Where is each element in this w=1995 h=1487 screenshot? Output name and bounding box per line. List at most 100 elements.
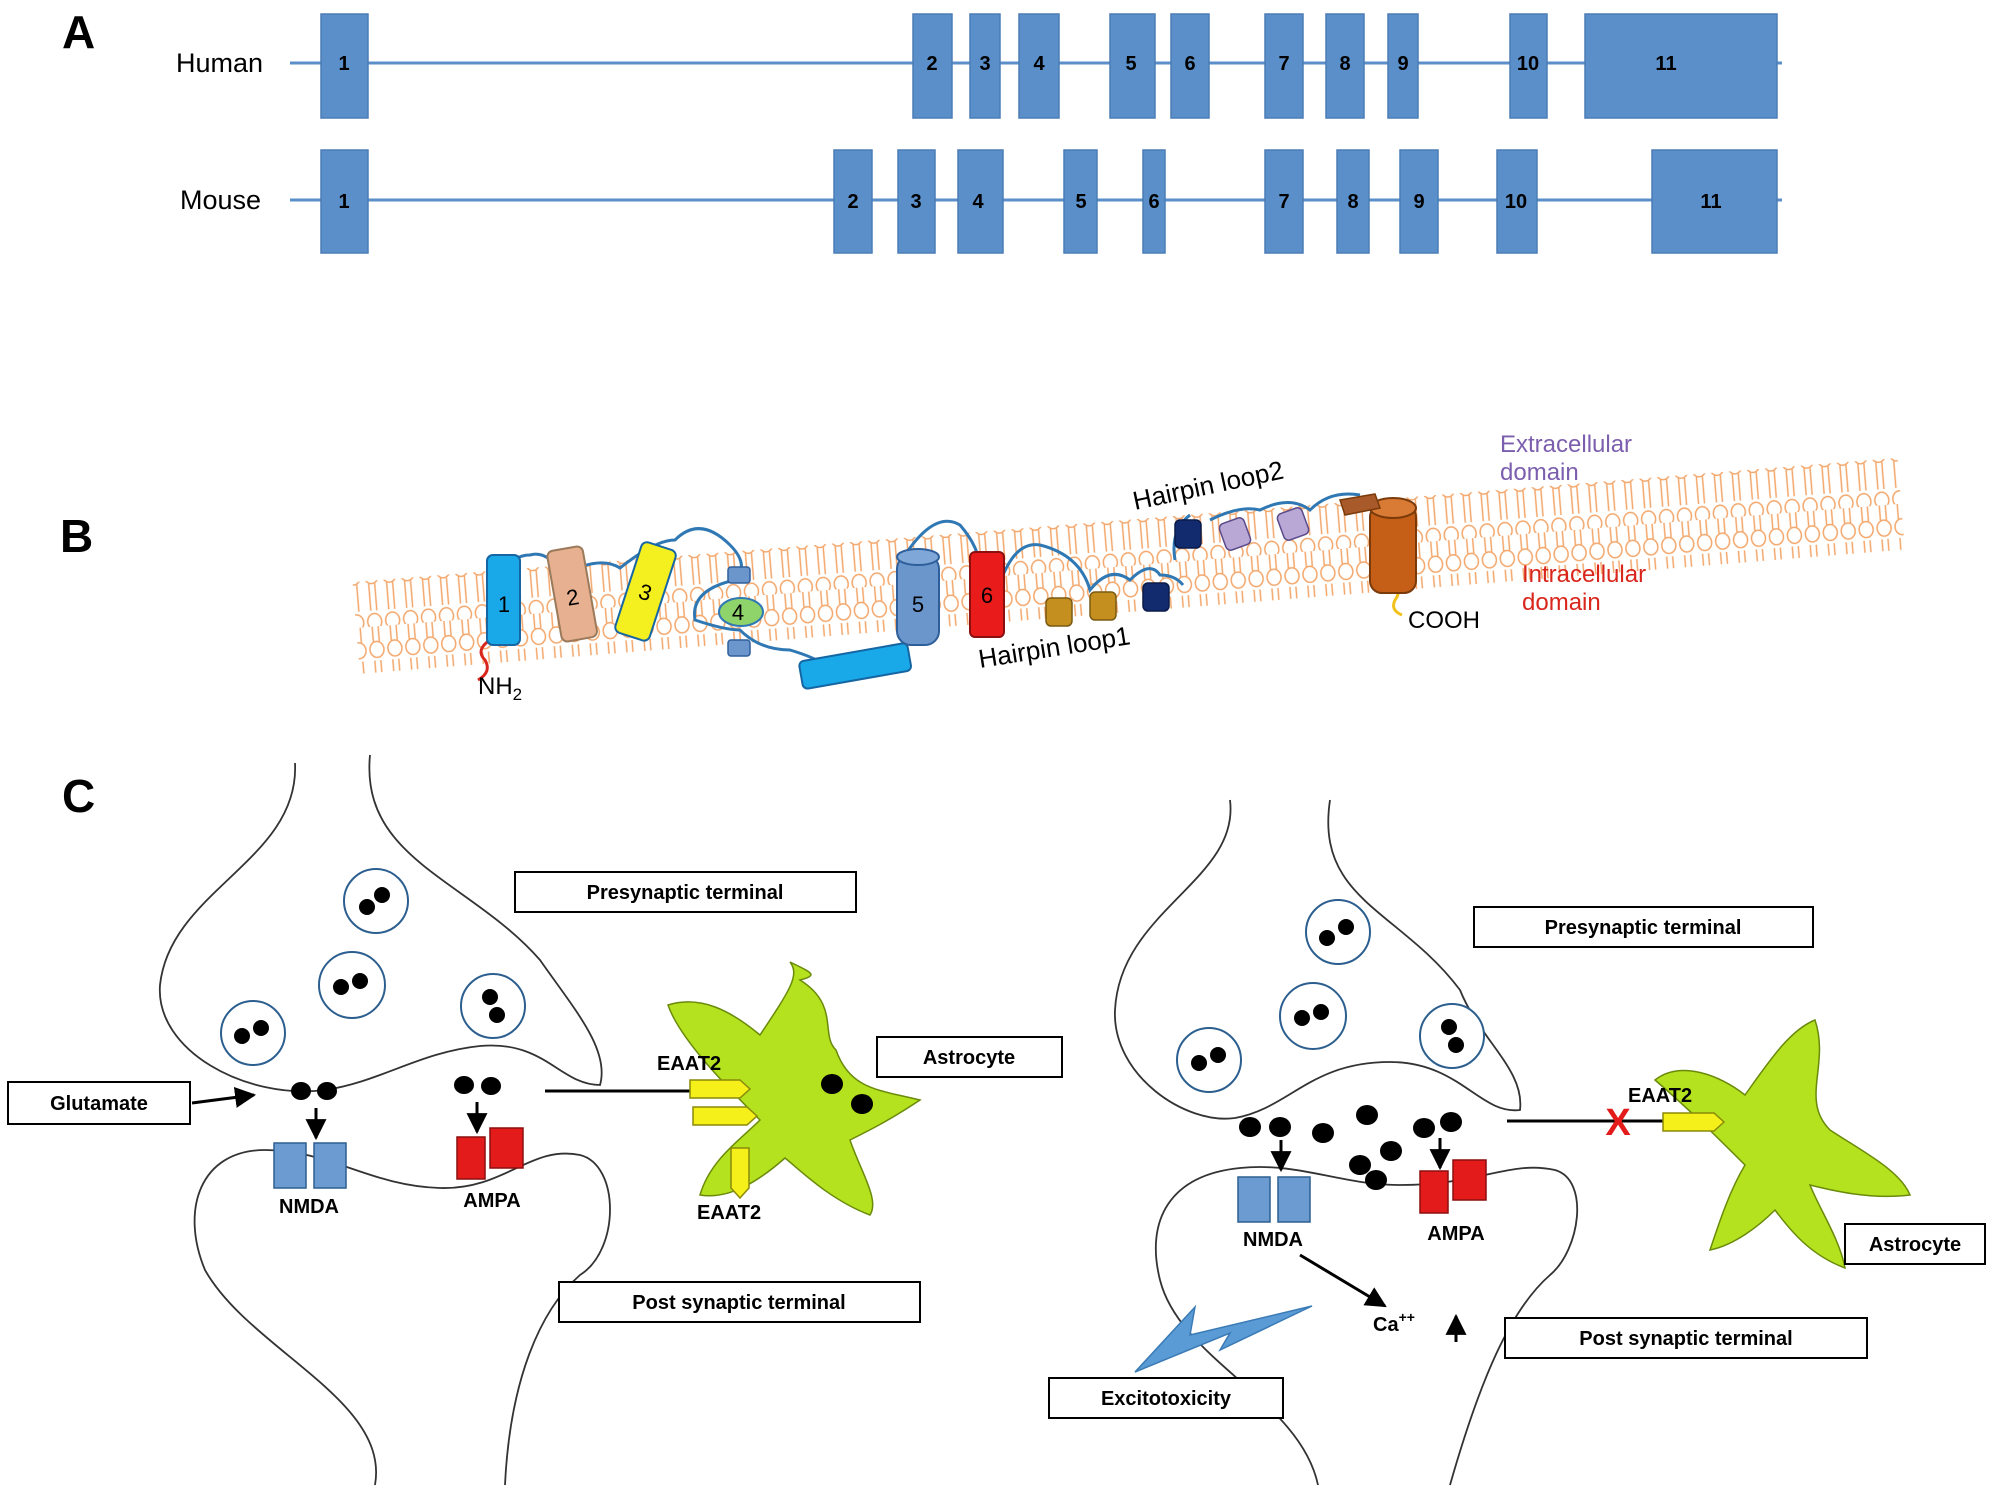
helix-1-label: 1 — [498, 592, 510, 617]
vesicle — [1279, 982, 1347, 1050]
extracellular-label: Extracellular domain — [1500, 431, 1639, 486]
nmda-label: NMDA — [1243, 1229, 1303, 1251]
eaat2-bottom-label: EAAT2 — [697, 1202, 761, 1224]
mouse-exon: 1 — [320, 149, 369, 254]
human-exon: 6 — [1170, 13, 1210, 119]
human-exon: 11 — [1584, 13, 1778, 119]
astrocyte-callout: Astrocyte — [876, 1036, 1063, 1078]
human-exon-label: 2 — [926, 53, 937, 75]
hairpin-loop-2-label: Hairpin loop2 — [1130, 455, 1286, 516]
human-exon: 9 — [1387, 13, 1419, 119]
vesicle — [1305, 899, 1371, 965]
eaat2-transporter — [1662, 1112, 1726, 1132]
postsynaptic-callout: Post synaptic terminal — [558, 1281, 921, 1323]
helix-6: 6 — [969, 551, 1005, 638]
presynaptic-callout: Presynaptic terminal — [514, 871, 857, 913]
glutamate-callout: Glutamate — [7, 1081, 191, 1125]
human-exon-label: 9 — [1397, 53, 1408, 75]
human-exon-label: 5 — [1125, 53, 1136, 75]
ampa-label: AMPA — [463, 1190, 520, 1212]
hairpin-loop-1 — [1045, 582, 1170, 627]
mouse-exon: 5 — [1063, 149, 1098, 254]
astrocyte-label: Astrocyte — [1869, 1234, 1961, 1256]
loop-line — [488, 492, 1361, 681]
eaat2-transporter — [730, 1147, 750, 1200]
postsynaptic-label: Post synaptic terminal — [632, 1292, 845, 1314]
mouse-exon: 4 — [957, 149, 1004, 254]
mouse-exon-label: 6 — [1148, 191, 1159, 213]
glutamate-label: Glutamate — [50, 1093, 148, 1115]
vesicle — [220, 1000, 286, 1066]
hairpin-loop-2 — [1174, 507, 1310, 551]
n-terminus-label: NH2 — [478, 673, 522, 704]
mouse-exon: 10 — [1496, 149, 1538, 254]
left-astrocyte-glutamate — [821, 1074, 873, 1114]
panel-a-label: A — [62, 6, 95, 58]
right-astrocyte — [1653, 1019, 1912, 1270]
mouse-exon-label: 10 — [1505, 191, 1527, 213]
nmda-receptor — [273, 1142, 347, 1189]
eaat2-transporter — [689, 1079, 752, 1099]
mouse-exon: 9 — [1399, 149, 1439, 254]
vesicle — [460, 973, 526, 1039]
vesicle — [1176, 1027, 1242, 1093]
presynaptic-callout: Presynaptic terminal — [1473, 906, 1814, 948]
vesicle — [1419, 1003, 1485, 1069]
mouse-exon-label: 8 — [1347, 191, 1358, 213]
tm8-helix — [1339, 493, 1417, 594]
panel-b: B 1 2 3 4 5 6 Hairpin loop1 — [60, 431, 1905, 704]
blocked-uptake-x-mark: X — [1605, 1102, 1631, 1144]
ampa-receptor — [456, 1127, 524, 1180]
vesicle — [343, 868, 409, 934]
amphipathic-helix — [798, 642, 912, 690]
left-postsynaptic-terminal — [193, 1149, 611, 1486]
human-exon-label: 8 — [1339, 53, 1350, 75]
mouse-exon-label: 3 — [910, 191, 921, 213]
presynaptic-label: Presynaptic terminal — [587, 882, 784, 904]
mouse-exon-label: 7 — [1278, 191, 1289, 213]
human-exon: 5 — [1109, 13, 1156, 119]
ampa-receptor — [1419, 1159, 1487, 1214]
human-exon-label: 1 — [338, 53, 349, 75]
nmda-label: NMDA — [279, 1196, 339, 1218]
accumulated-glutamate — [1239, 1105, 1462, 1190]
human-exon-label: 11 — [1655, 53, 1676, 75]
helix-5-label: 5 — [912, 592, 924, 617]
helix-2: 2 — [546, 545, 598, 643]
mouse-exon-label: 11 — [1700, 191, 1721, 213]
ampa-label: AMPA — [1427, 1223, 1484, 1245]
human-exon: 4 — [1018, 13, 1060, 119]
human-exon-label: 6 — [1184, 53, 1195, 75]
human-exon-label: 7 — [1278, 53, 1289, 75]
right-presynaptic-terminal — [1114, 799, 1522, 1120]
astrocyte-callout: Astrocyte — [1844, 1223, 1986, 1265]
panel-c: C NMDA AMPA — [7, 754, 1986, 1486]
postsynaptic-callout: Post synaptic terminal — [1504, 1317, 1868, 1359]
helix-6-label: 6 — [981, 583, 993, 608]
mouse-exon-label: 4 — [972, 191, 984, 213]
helix-4: 4 — [718, 566, 764, 657]
nh2-tail — [477, 638, 491, 682]
astrocyte-label: Astrocyte — [923, 1047, 1015, 1069]
human-exon-label: 4 — [1033, 53, 1045, 75]
human-exon: 10 — [1509, 13, 1548, 119]
mouse-gene-track: Mouse 1 2 3 4 5 6 7 8 9 10 11 — [180, 149, 1782, 254]
mouse-exon-label: 2 — [847, 191, 858, 213]
eaat2-top-label: EAAT2 — [657, 1053, 721, 1075]
panel-b-label: B — [60, 510, 93, 562]
helix-4-label: 4 — [732, 600, 744, 625]
intracellular-label: Intracellular domain — [1522, 561, 1653, 616]
calcium-label: Ca++ — [1373, 1309, 1415, 1336]
human-exon: 1 — [320, 13, 369, 119]
presynaptic-label: Presynaptic terminal — [1545, 917, 1742, 939]
nmda-receptor — [1237, 1176, 1311, 1223]
left-presynaptic-terminal — [159, 754, 603, 1093]
human-exon: 8 — [1325, 13, 1365, 119]
mouse-species-label: Mouse — [180, 185, 261, 215]
human-species-label: Human — [176, 48, 263, 78]
human-exon-label: 10 — [1517, 53, 1539, 75]
mouse-exon-label: 1 — [338, 191, 349, 213]
postsynaptic-label: Post synaptic terminal — [1579, 1328, 1792, 1350]
human-exon-label: 3 — [979, 53, 990, 75]
right-synapse: NMDA AMPA Ca++ Presynaptic terminal Post… — [1048, 799, 1986, 1486]
